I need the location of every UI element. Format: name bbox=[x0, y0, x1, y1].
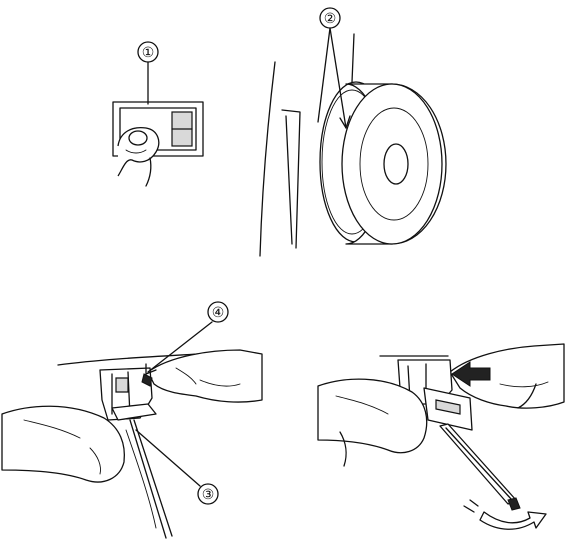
callout-2: ② bbox=[324, 10, 337, 26]
callout-3: ③ bbox=[202, 486, 215, 502]
handwheel-icon bbox=[319, 81, 447, 245]
rotation-arrow-icon bbox=[463, 499, 547, 530]
left-hand-icon bbox=[317, 378, 428, 467]
right-hand-icon bbox=[147, 349, 263, 403]
power-switch-panel: ① bbox=[112, 41, 204, 187]
presser-foot-icon bbox=[99, 367, 157, 421]
finger-press-icon bbox=[117, 126, 160, 187]
machine-body-icon bbox=[259, 33, 355, 257]
needle-screwdriver-icon bbox=[439, 423, 521, 511]
presser-foot-panel-left: ④ ③ bbox=[1, 301, 263, 539]
presser-foot-panel-right bbox=[317, 343, 565, 530]
callout-4: ④ bbox=[212, 304, 225, 320]
needle-thread-icon bbox=[125, 419, 173, 539]
right-hand-icon bbox=[449, 343, 565, 409]
left-hand-icon bbox=[1, 405, 126, 483]
push-arrow-icon bbox=[451, 361, 491, 387]
handwheel-panel: ② bbox=[259, 7, 447, 257]
callout-1: ① bbox=[142, 44, 155, 60]
